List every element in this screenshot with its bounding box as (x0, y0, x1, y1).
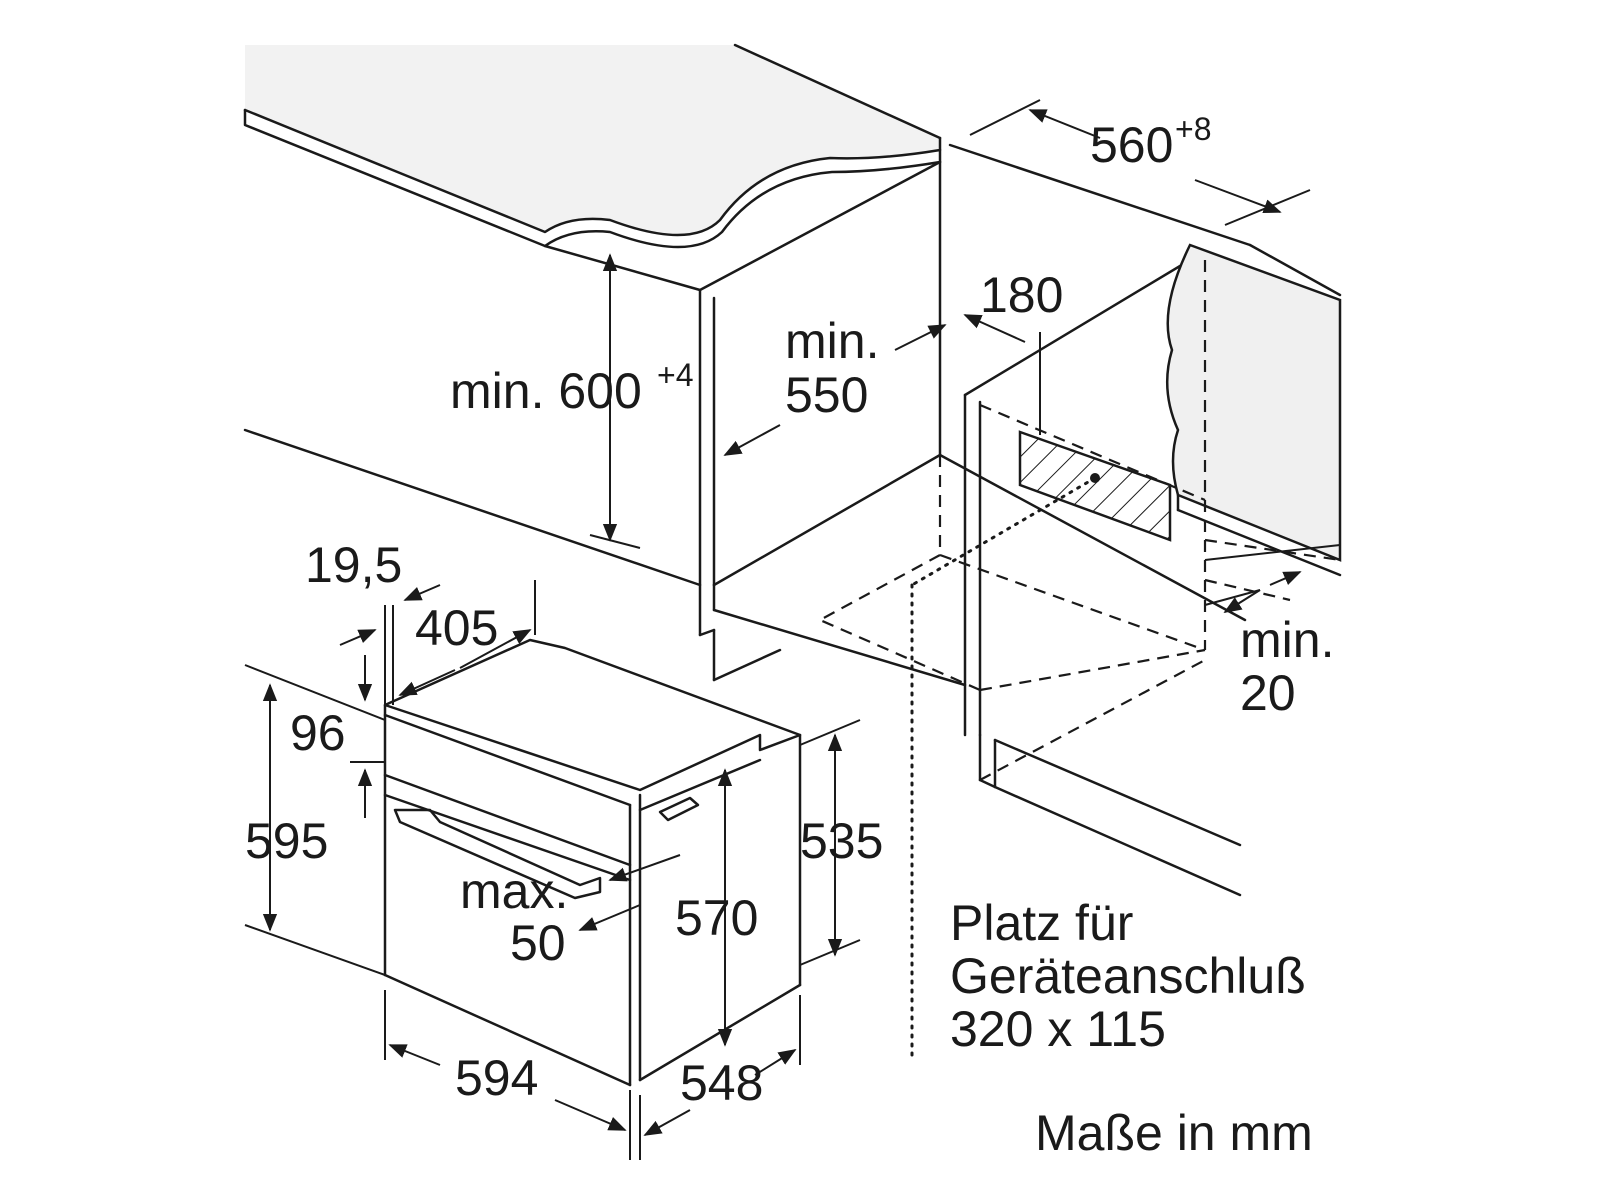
dimension-labels: 560 +8 180 min. 550 min. 600 +4 19,5 405… (245, 111, 1334, 1111)
label-rear-gap-2: 20 (1240, 665, 1296, 721)
label-handle-1: max. (460, 863, 568, 919)
label-countertop-gap-tol: +8 (1175, 111, 1211, 147)
label-depth-2: 550 (785, 367, 868, 423)
countertop (243, 43, 942, 249)
label-depth: 548 (680, 1055, 763, 1111)
label-rear-gap-1: min. (1240, 612, 1334, 668)
label-body-height: 535 (800, 813, 883, 869)
label-min-height: min. 600 (450, 363, 642, 419)
label-width: 594 (455, 1050, 538, 1106)
units-note: Maße in mm (1035, 1105, 1313, 1161)
label-depth-1: min. (785, 313, 879, 369)
label-front-depth: 405 (415, 600, 498, 656)
note-line-3: 320 x 115 (950, 1001, 1166, 1057)
label-panel-height: 96 (290, 705, 346, 761)
dimension-lines (244, 99, 1341, 1160)
label-side-gap: 180 (980, 267, 1063, 323)
label-inner-height: 570 (675, 890, 758, 946)
oven (383, 638, 802, 1087)
note-line-1: Platz für (950, 895, 1133, 951)
note-line-2: Geräteanschluß (950, 948, 1306, 1004)
cabinet-niche (243, 143, 1342, 1057)
label-total-height: 595 (245, 813, 328, 869)
label-min-height-tol: +4 (657, 357, 693, 393)
label-countertop-gap: 560 (1090, 117, 1173, 173)
label-top-offset: 19,5 (305, 537, 402, 593)
label-handle-2: 50 (510, 915, 566, 971)
connection-note: Platz für Geräteanschluß 320 x 115 (950, 895, 1306, 1057)
